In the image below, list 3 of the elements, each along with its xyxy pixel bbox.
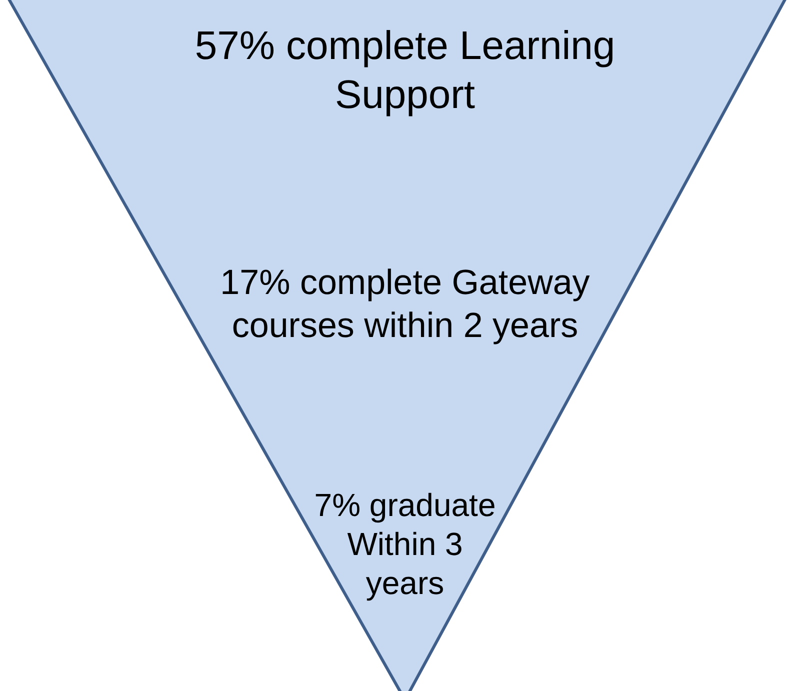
- funnel-level-text: 57% complete Learning Support: [194, 23, 616, 119]
- funnel-level-text: 17% complete Gateway courses within 2 years: [219, 262, 591, 347]
- funnel-level-text: 7% graduate Within 3 years: [313, 486, 497, 604]
